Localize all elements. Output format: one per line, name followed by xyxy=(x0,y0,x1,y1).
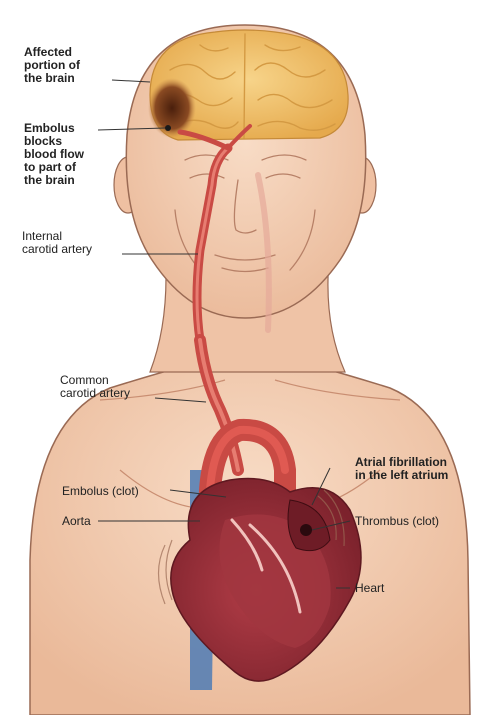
label-embolus-clot: Embolus (clot) xyxy=(62,485,139,498)
label-internal-carotid: Internal carotid artery xyxy=(22,230,92,256)
label-thrombus: Thrombus (clot) xyxy=(355,515,439,528)
label-atrial-fibrillation: Atrial fibrillation in the left atrium xyxy=(355,456,448,482)
label-common-carotid: Common carotid artery xyxy=(60,374,130,400)
label-affected-portion: Affected portion of the brain xyxy=(24,46,80,85)
label-embolus-blocks: Embolus blocks blood flow to part of the… xyxy=(24,122,84,187)
thrombus xyxy=(300,524,312,536)
embolus-brain xyxy=(165,125,171,131)
brain-lesion xyxy=(148,78,196,138)
label-heart: Heart xyxy=(355,582,384,595)
label-aorta: Aorta xyxy=(62,515,91,528)
